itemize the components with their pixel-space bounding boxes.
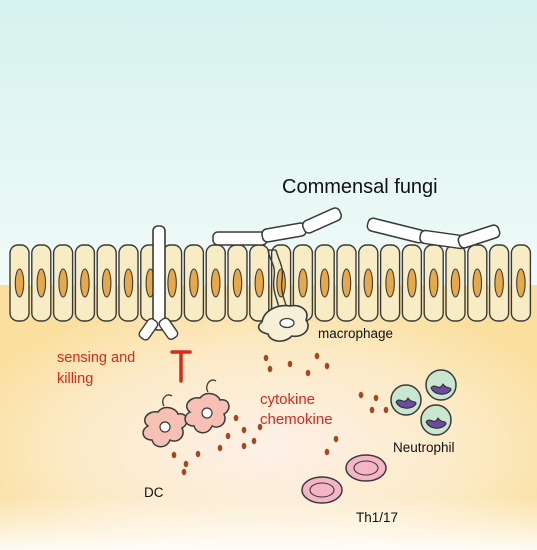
- cytokine-dot: [257, 423, 263, 431]
- cytokine-dot: [241, 426, 247, 434]
- epithelial-nucleus: [363, 268, 374, 298]
- neutrophil-1: [390, 384, 422, 416]
- cytokine-dot: [195, 450, 201, 458]
- epithelial-nucleus: [101, 268, 112, 298]
- cytokine-dot: [183, 460, 189, 468]
- epithelial-nucleus: [450, 268, 461, 298]
- epithelial-nucleus: [494, 268, 504, 298]
- cytokine-dot: [225, 432, 231, 440]
- neutrophil-2: [425, 369, 457, 401]
- cytokine-dot: [267, 365, 273, 373]
- cytokine-dot: [305, 369, 311, 377]
- epithelial-nucleus: [232, 268, 243, 298]
- penetrating-hypha: [138, 225, 179, 341]
- epithelial-nucleus: [516, 268, 526, 298]
- cytokine-dot: [324, 362, 330, 370]
- cytokine-dot: [251, 437, 257, 445]
- cytokine-dot: [287, 360, 293, 368]
- sensing-label-line2: killing: [57, 371, 93, 387]
- epithelial-nucleus: [14, 268, 25, 298]
- title-label: Commensal fungi: [282, 176, 438, 198]
- cytokine-dot: [171, 451, 177, 459]
- hypha-segment: [212, 231, 268, 246]
- epithelial-layer: [9, 244, 532, 322]
- epithelial-nucleus: [58, 268, 68, 298]
- cytokine-dot: [333, 435, 339, 443]
- epithelial-nucleus: [472, 268, 483, 298]
- epithelial-nucleus: [80, 268, 90, 298]
- cytokine-dot: [383, 406, 389, 414]
- cytokine-dot: [217, 444, 223, 452]
- cytokine-dot: [369, 406, 375, 414]
- cytokine-dot: [373, 394, 379, 402]
- dendritic-cell-1: [142, 394, 188, 448]
- epithelial-nucleus: [319, 268, 330, 298]
- epithelial-nucleus: [36, 268, 47, 298]
- dc-label: DC: [144, 485, 164, 500]
- fungal-hyphae: [212, 207, 501, 250]
- epithelial-nucleus: [407, 268, 417, 298]
- cytokine-dot: [314, 352, 320, 360]
- macrophage-label: macrophage: [318, 326, 393, 341]
- neutrophil-3: [420, 404, 452, 436]
- cytokine-dot: [181, 468, 187, 476]
- epithelial-nucleus: [385, 268, 395, 298]
- epithelial-nucleus: [189, 268, 199, 298]
- epithelial-nucleus: [123, 268, 134, 298]
- cytokine-dot: [324, 448, 330, 456]
- cytokine-dot: [233, 414, 239, 422]
- hypha-segment: [301, 207, 343, 234]
- cytokine-dot: [241, 442, 247, 450]
- th-cell-1: [345, 454, 387, 482]
- epithelial-nucleus: [428, 268, 439, 298]
- th-cell-2: [301, 476, 343, 504]
- cytokine-label-line1: cytokine: [260, 391, 315, 408]
- dendritic-cell-2: [184, 379, 230, 434]
- hypha-segment: [457, 224, 501, 249]
- epithelial-nucleus: [210, 268, 221, 298]
- epithelial-nucleus: [341, 268, 352, 298]
- cytokine-dot: [263, 354, 269, 362]
- epithelial-nucleus: [254, 268, 265, 298]
- sensing-label-line1: sensing and: [57, 350, 135, 366]
- cytokine-dot: [358, 391, 364, 399]
- macrophage-cell: [257, 249, 309, 342]
- epithelial-nucleus: [298, 268, 308, 298]
- cytokine-dots: [171, 352, 389, 476]
- epithelial-nucleus: [167, 268, 177, 298]
- cytokine-label-line2: chemokine: [260, 411, 333, 428]
- th-label: Th1/17: [356, 510, 398, 525]
- neutrophil-label: Neutrophil: [393, 440, 455, 455]
- inhibition-symbol: [170, 350, 192, 383]
